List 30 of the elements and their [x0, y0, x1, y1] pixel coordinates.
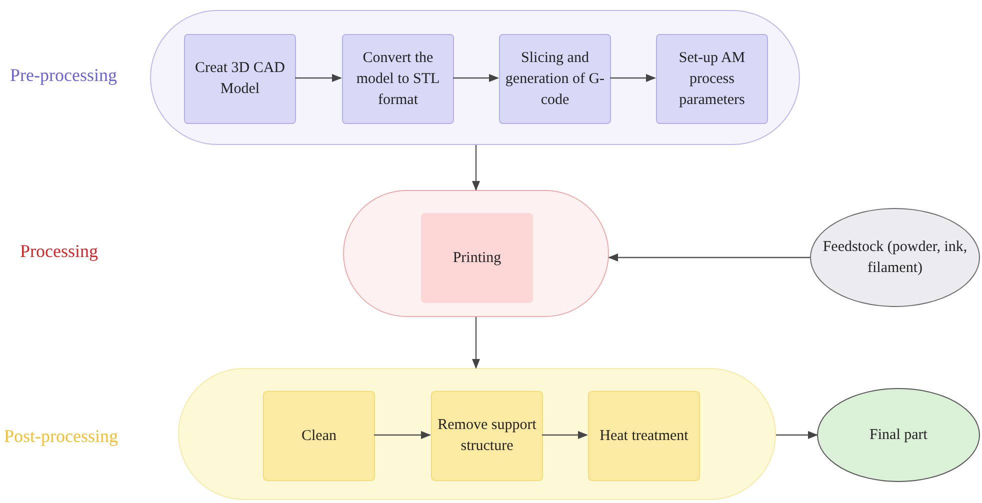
node-label: Heat treatment	[598, 426, 690, 446]
arrow	[472, 145, 480, 191]
arrow	[608, 254, 810, 262]
node-label: Final part	[868, 426, 928, 444]
process-box	[421, 213, 533, 303]
stage-label: Processing	[20, 240, 98, 263]
process-box	[499, 34, 611, 124]
node-label: Clean	[300, 426, 338, 446]
arrow	[472, 317, 480, 369]
arrow	[374, 431, 431, 439]
process-box	[431, 391, 543, 481]
process-box	[342, 34, 454, 124]
node-label: Creat 3D CAD Model	[194, 59, 286, 99]
node-label: Feedstock (powder, ink, filament)	[822, 238, 968, 278]
arrow	[295, 74, 342, 82]
stage-label: Pre-processing	[10, 64, 117, 87]
process-box	[184, 34, 296, 124]
arrow	[453, 74, 499, 82]
process-box	[588, 391, 700, 481]
arrow	[610, 74, 656, 82]
arrow	[542, 431, 588, 439]
node-label: Slicing and generation of G-code	[504, 48, 606, 110]
process-box	[263, 391, 375, 481]
node-label: Set-up AM process parameters	[678, 48, 746, 110]
node-label: Convert the model to STL format	[355, 48, 441, 110]
process-box	[656, 34, 768, 124]
arrow	[776, 431, 818, 439]
node-label: Printing	[452, 248, 502, 268]
stage-label: Post-processing	[4, 425, 118, 448]
node-label: Remove support structure	[436, 416, 538, 456]
